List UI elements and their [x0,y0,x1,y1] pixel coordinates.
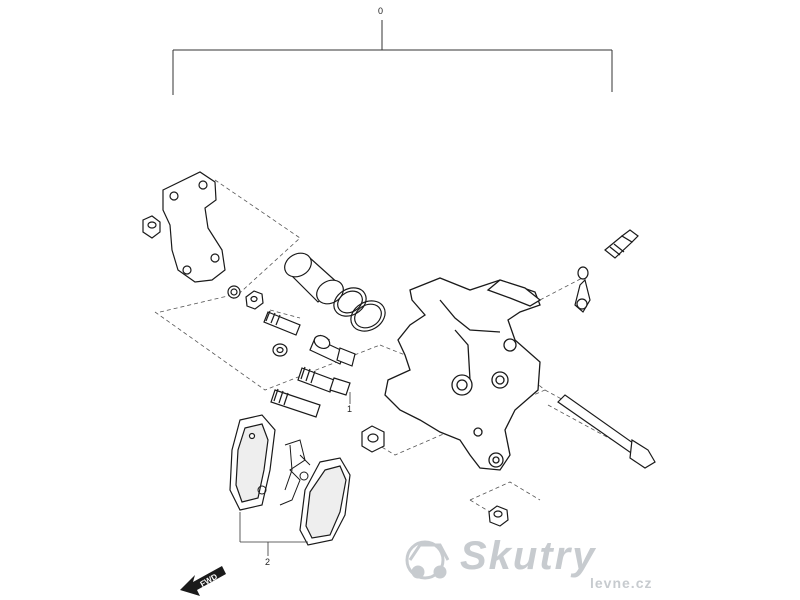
seal-rings [333,287,386,332]
watermark-logo [405,540,450,580]
bleeder-cap [574,266,591,313]
pad-spring [257,439,311,506]
pin-bolt-upper [263,310,301,336]
caliper-body [384,277,542,471]
washer-and-nut [227,285,264,310]
nut-left [142,215,161,239]
callout-assembly: 0 [378,6,384,16]
nut-lower-right [488,505,509,527]
bleeder-screw [604,229,639,259]
long-slide-pin [557,394,656,469]
assembly-bracket [172,20,613,95]
slide-pin-bolt [270,388,321,418]
piston-bolt-lower [297,366,351,396]
watermark-brand: Skutry [460,534,597,578]
brake-pad-left [229,414,276,511]
piston [284,252,344,305]
brake-pad-right [299,457,351,546]
dust-boot [361,425,385,453]
washer-mid [272,343,288,357]
dashed-leader-lines [154,179,641,516]
callout-brake-pads: 2 [265,557,271,567]
callout-piston-bolts: 1 [347,404,353,414]
piston-bolt-upper [309,334,356,367]
mounting-bracket [162,171,226,283]
watermark-domain: levne.cz [590,575,653,591]
fwd-arrow: FWD [180,566,226,596]
callout-leaders [239,392,351,556]
